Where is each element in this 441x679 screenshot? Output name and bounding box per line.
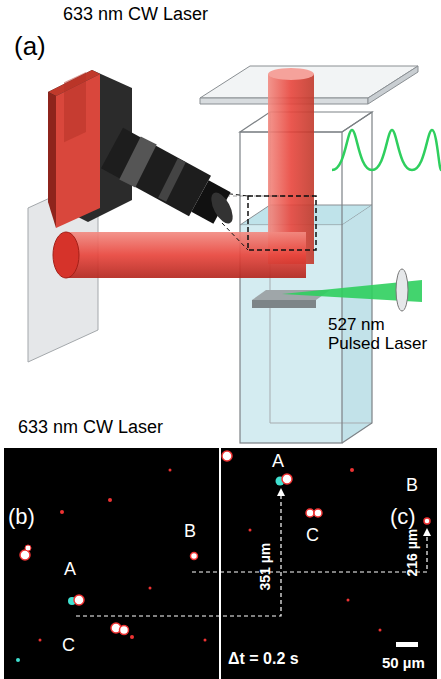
scale-bar [396,642,418,647]
camera [48,70,237,228]
laser-label: 633 nm CW Laser [63,5,208,25]
time-label: Δt = 0.2 s [228,650,299,668]
image-panels [4,448,437,679]
horizontal-laser-beam [53,232,306,278]
laser-label: 633 nm CW Laser [18,418,163,438]
particle-label: A [64,560,76,580]
panel-letter: (c) [390,505,416,529]
particle-label: C [306,526,319,546]
lens [396,269,408,311]
pulse-train [332,130,441,170]
particle-label: B [406,476,418,496]
scale-label: 50 µm [382,655,425,672]
particles [16,451,430,662]
displacement-guides [76,488,431,616]
particle-label: A [272,452,284,472]
particle-label: C [62,636,75,656]
panel-letter: (a) [14,32,46,61]
field-of-view [222,193,316,250]
laser-label: 527 nm Pulsed Laser [328,316,438,353]
panel-letter: (b) [8,505,35,529]
particle-label: B [184,522,196,542]
distance-label: 216 µm [405,528,420,576]
distance-label: 351 µm [258,542,273,590]
